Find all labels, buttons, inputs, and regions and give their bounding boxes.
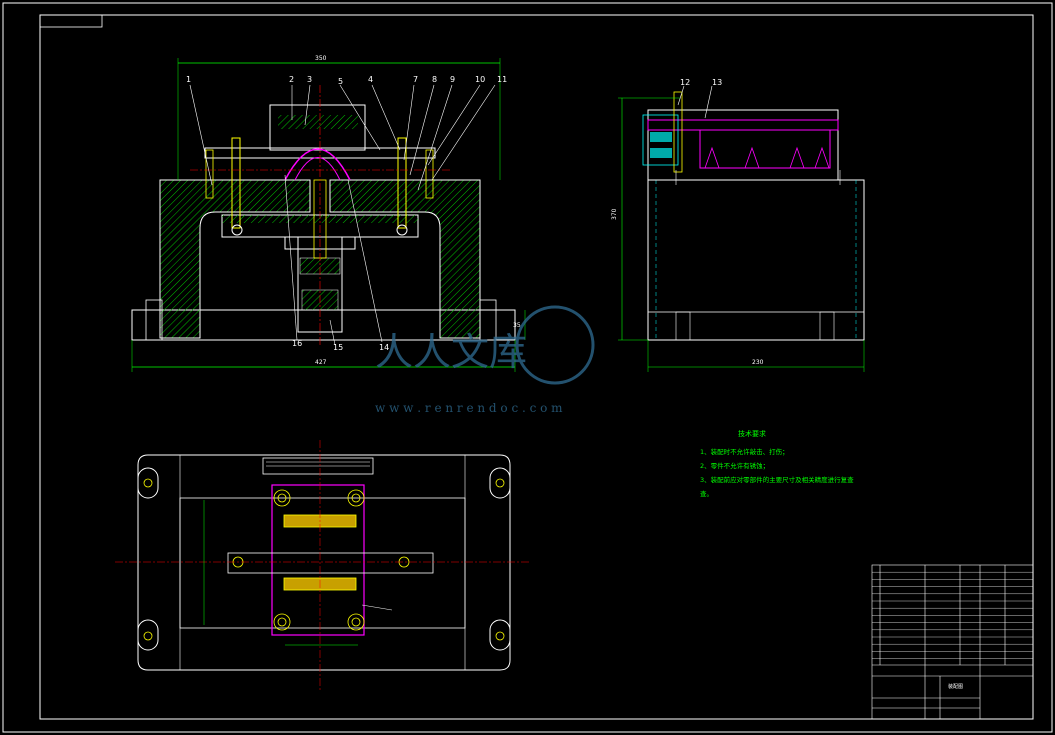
part-label-10: 10 xyxy=(475,75,485,84)
front-section-view: 350 427 35 1 2 3 4 5 7 8 9 10 xyxy=(131,55,526,372)
side-top-plate xyxy=(647,109,839,181)
parts-list-rows xyxy=(872,572,1033,659)
part-label-3: 3 xyxy=(307,75,312,84)
tech-item-1: 1、装配时不允许敲击、打伤； xyxy=(700,447,789,456)
tech-item-tail: 查。 xyxy=(700,489,713,498)
title-block-name: 装配图 xyxy=(948,683,963,690)
side-view: 370 230 12 13 xyxy=(611,78,865,372)
corner-box xyxy=(39,14,103,28)
plan-outline xyxy=(137,454,511,671)
clamp-plate-plan xyxy=(271,484,365,636)
part-label-15: 15 xyxy=(333,343,343,352)
title-block xyxy=(871,564,1034,720)
top-view xyxy=(115,440,530,690)
dim-bottom-width: 427 xyxy=(315,359,327,366)
dim-side-height: 370 xyxy=(611,208,618,220)
part-label-4: 4 xyxy=(368,75,373,84)
part-label-8: 8 xyxy=(432,75,437,84)
bolt-left xyxy=(231,137,241,229)
workpiece-arc xyxy=(284,148,351,181)
tech-item-2: 2、零件不允许有锈蚀； xyxy=(700,461,769,470)
part-label-16: 16 xyxy=(292,339,302,348)
foot-right xyxy=(479,299,497,341)
watermark: 人人文库 w w w . r e n r e n d o c . c o m xyxy=(375,305,595,415)
clamp-hatch xyxy=(278,115,358,129)
dim-base-height: 35 xyxy=(513,322,521,329)
part-label-12: 12 xyxy=(680,78,690,87)
tech-item-3: 3、装配前应对零部件的主要尺寸及相关精度进行复查 xyxy=(700,475,854,484)
inner-frame xyxy=(39,14,1034,720)
clamp-block xyxy=(269,104,366,151)
part-label-14: 14 xyxy=(379,343,389,352)
part-label-5: 5 xyxy=(338,77,343,86)
part-label-7: 7 xyxy=(413,75,418,84)
bolt-right xyxy=(397,137,407,229)
part-label-13: 13 xyxy=(712,78,722,87)
part-label-11: 11 xyxy=(497,75,507,84)
part-label-1: 1 xyxy=(186,75,191,84)
dim-top-width: 350 xyxy=(315,55,327,62)
watermark-chars: 人人文库 xyxy=(375,330,527,374)
leader-lines xyxy=(189,84,496,346)
stud-right xyxy=(425,149,434,199)
part-label-2: 2 xyxy=(289,75,294,84)
pin-right xyxy=(396,224,408,236)
pin-left xyxy=(231,224,243,236)
body-left xyxy=(159,179,311,339)
side-base xyxy=(647,179,865,341)
workpiece-inner xyxy=(294,157,341,181)
watermark-url: w w w . r e n r e n d o c . c o m xyxy=(375,401,563,415)
stud-left xyxy=(205,149,214,199)
part-label-9: 9 xyxy=(450,75,455,84)
body-right xyxy=(329,179,481,339)
dim-side-width: 230 xyxy=(752,359,764,366)
plan-bolts xyxy=(143,478,505,641)
tech-title: 技术要求 xyxy=(738,429,766,438)
tech-requirements: 技术要求 1、装配时不允许敲击、打伤； 2、零件不允许有锈蚀； 3、装配前应对零… xyxy=(700,429,854,498)
foot-left xyxy=(145,299,163,341)
